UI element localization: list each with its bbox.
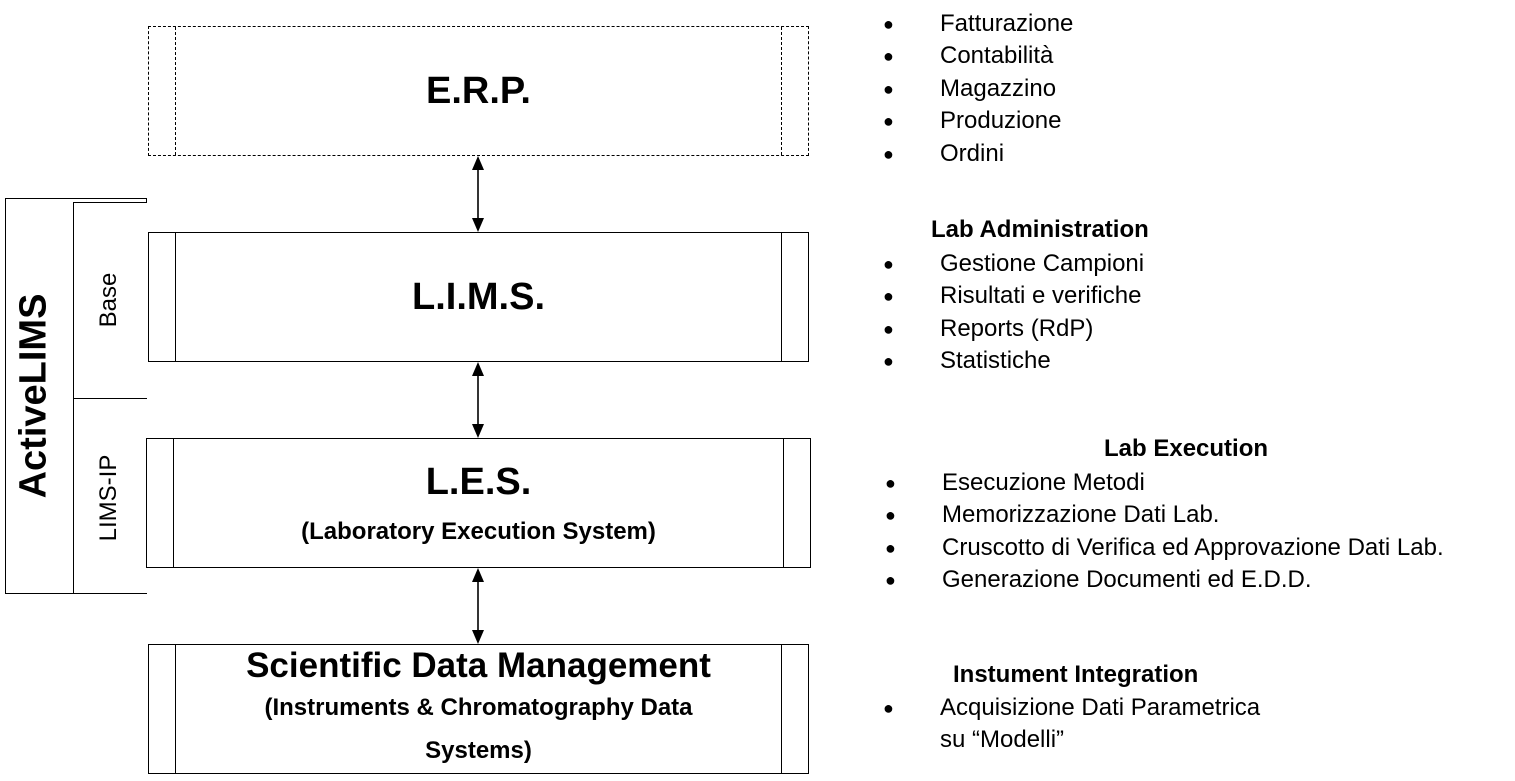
bullet-icon: ● [883, 14, 894, 34]
les-box-left-edge [173, 439, 174, 567]
bullet-icon: ● [883, 698, 894, 718]
double-arrow-icon [472, 156, 484, 232]
bullet-icon: ● [885, 537, 896, 558]
list-item: ●Magazzino [883, 73, 1073, 105]
bullet-icon: ● [883, 111, 894, 132]
les-box-right-edge [783, 439, 784, 567]
bullet-icon: ● [885, 505, 896, 526]
bullet-icon: ● [885, 473, 896, 493]
bullet-icon: ● [883, 78, 894, 99]
lims-box-right-edge [781, 233, 782, 361]
lims-title: L.I.M.S. [412, 275, 545, 318]
les-box: L.E.S. (Laboratory Execution System) [146, 438, 811, 568]
sdm-box-left-edge [175, 645, 176, 773]
list-item: ●Gestione Campioni [883, 248, 1144, 280]
bullet-icon: ● [883, 286, 894, 307]
double-arrow-icon [472, 568, 484, 644]
double-arrow-icon [472, 362, 484, 438]
bullet-icon: ● [883, 143, 894, 164]
list-item: ●Ordini [883, 138, 1073, 170]
bullet-icon: ● [883, 351, 894, 372]
lims-box: L.I.M.S. [148, 232, 809, 362]
list-item: ●Cruscotto di Verifica ed Approvazione D… [885, 532, 1444, 564]
list-item: ●Memorizzazione Dati Lab. [885, 499, 1444, 531]
bullet-icon: ● [883, 254, 894, 274]
list-item: ●Esecuzione Metodi [885, 467, 1444, 499]
sdm-box: Scientific Data Management (Instruments … [148, 644, 809, 774]
sdm-box-right-edge [781, 645, 782, 773]
erp-box: E.R.P. [148, 26, 809, 156]
lims-box-left-edge [175, 233, 176, 361]
les-title: L.E.S. [425, 460, 532, 503]
activelims-divider [73, 398, 147, 399]
sdm-subtitle-line2: Systems) [425, 737, 532, 764]
lab-administration-title: Lab Administration [931, 216, 1149, 243]
list-item: ●Fatturazione [883, 8, 1073, 40]
list-item: ●Generazione Documenti ed E.D.D. [885, 564, 1444, 596]
list-item: ●Produzione [883, 105, 1073, 137]
lab-execution-title: Lab Execution [1104, 435, 1269, 462]
list-item: ●Statistiche [883, 345, 1144, 377]
erp-box-right-edge [781, 27, 782, 155]
list-item: ●Contabilità [883, 40, 1073, 72]
instrument-integration-title: Instument Integration [953, 661, 1199, 688]
list-item: ●Risultati e verifiche [883, 280, 1144, 312]
lab-administration-list: ●Gestione Campioni ●Risultati e verifich… [883, 248, 1144, 378]
lab-execution-list: ●Esecuzione Metodi ●Memorizzazione Dati … [885, 467, 1444, 597]
sdm-subtitle-line1: (Instruments & Chromatography Data [264, 694, 693, 721]
erp-title: E.R.P. [426, 69, 531, 112]
sdm-title: Scientific Data Management [246, 646, 711, 685]
les-subtitle: (Laboratory Execution System) [301, 517, 656, 545]
erp-box-left-edge [175, 27, 176, 155]
bullet-icon: ● [883, 46, 894, 67]
bullet-icon: ● [885, 570, 896, 591]
erp-list: ●Fatturazione ●Contabilità ●Magazzino ●P… [883, 8, 1073, 170]
list-item: ●Reports (RdP) [883, 313, 1144, 345]
bullet-icon: ● [883, 318, 894, 339]
